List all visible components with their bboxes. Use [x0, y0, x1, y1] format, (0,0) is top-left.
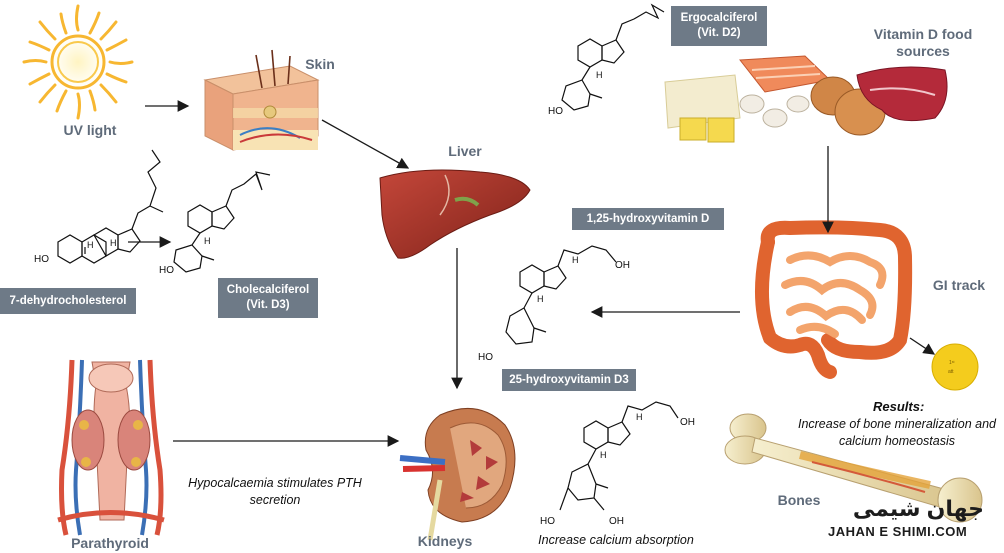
results-text: Increase of bone mineralization and calc…: [797, 417, 997, 448]
watermark-arabic-text: جهان شیمی: [852, 496, 984, 521]
cholecalciferol-name: Cholecalciferol: [226, 284, 310, 296]
ho-atom-label: HO: [34, 254, 49, 265]
yellow-badge-icon: 1ˢᵗ att: [931, 343, 979, 391]
cholecalciferol-molecule: [173, 171, 271, 273]
hydroxyvitamin-25-molecule: [505, 245, 617, 345]
ho-atom-label: HO: [159, 265, 174, 276]
arrow-skin-to-liver: [321, 119, 410, 169]
arrow-gi-to-badge: [909, 337, 936, 355]
kidneys-label: Kidneys: [417, 533, 473, 549]
bones-label: Bones: [777, 492, 821, 508]
hydroxyvitamin-1-25-box: 1,25-hydroxyvitamin D: [572, 208, 724, 230]
ho-atom-label: HO: [540, 516, 555, 527]
h-atom-label: H: [636, 412, 643, 422]
h-atom-label: H: [600, 450, 607, 460]
h-atom-label: H: [110, 238, 117, 248]
oh-atom-label: OH: [609, 516, 624, 527]
oh-atom-label: OH: [680, 417, 695, 428]
ergocalciferol-molecule: [561, 3, 665, 111]
svg-text:1ˢᵗ: 1ˢᵗ: [949, 360, 955, 366]
vitamin-d-food-sources-label: Vitamin D food sources: [873, 26, 973, 59]
ho-atom-label: HO: [478, 352, 493, 363]
h-atom-label: H: [87, 240, 94, 250]
liver-label: Liver: [448, 143, 482, 159]
bone-illustration: [724, 413, 983, 523]
skin-label: Skin: [305, 56, 335, 72]
skin-block-illustration: [203, 49, 320, 151]
results-title: Results:: [873, 399, 925, 414]
watermark-latin-text: JAHAN E SHIMI.COM: [828, 524, 968, 539]
uv-light-label: UV light: [63, 122, 117, 138]
ho-atom-label: HO: [548, 106, 563, 117]
dehydrocholesterol-box: 7-dehydrocholesterol: [0, 288, 136, 314]
ergocalciferol-box: Ergocalciferol (Vit. D2): [671, 6, 767, 46]
calcitriol-molecule: [559, 401, 679, 511]
pth-caption: Hypocalcaemia stimulates PTH secretion: [188, 476, 362, 507]
oh-atom-label: OH: [615, 260, 630, 271]
ergocalciferol-name: Ergocalciferol: [680, 12, 758, 24]
calcium-absorption-caption: Increase calcium absorption: [538, 533, 694, 547]
gi-track-label: GI track: [932, 277, 986, 293]
h-atom-label: H: [596, 70, 603, 80]
ergocalciferol-vit-d2: (Vit. D2): [697, 27, 741, 39]
cholecalciferol-vit-d3: (Vit. D3): [246, 299, 290, 311]
jahan-e-shimi-watermark: جهان شیمی JAHAN E SHIMI.COM: [828, 496, 984, 546]
h-atom-label: H: [572, 255, 579, 265]
parathyroid-label: Parathyroid: [71, 535, 149, 551]
h-atom-label: H: [204, 236, 211, 246]
h-atom-label: H: [537, 294, 544, 304]
food-sources-illustration: [664, 55, 948, 143]
parathyroid-illustration: [57, 359, 165, 536]
dehydrocholesterol-molecule: [57, 149, 164, 264]
kidney-illustration: [399, 408, 516, 541]
sun-icon: [22, 4, 134, 120]
cholecalciferol-box: Cholecalciferol (Vit. D3): [218, 278, 318, 318]
liver-illustration: [379, 169, 531, 259]
intestine-illustration: [755, 220, 913, 379]
hydroxyvitamin-25-box: 25-hydroxyvitamin D3: [502, 369, 636, 391]
svg-text:att: att: [948, 369, 954, 375]
